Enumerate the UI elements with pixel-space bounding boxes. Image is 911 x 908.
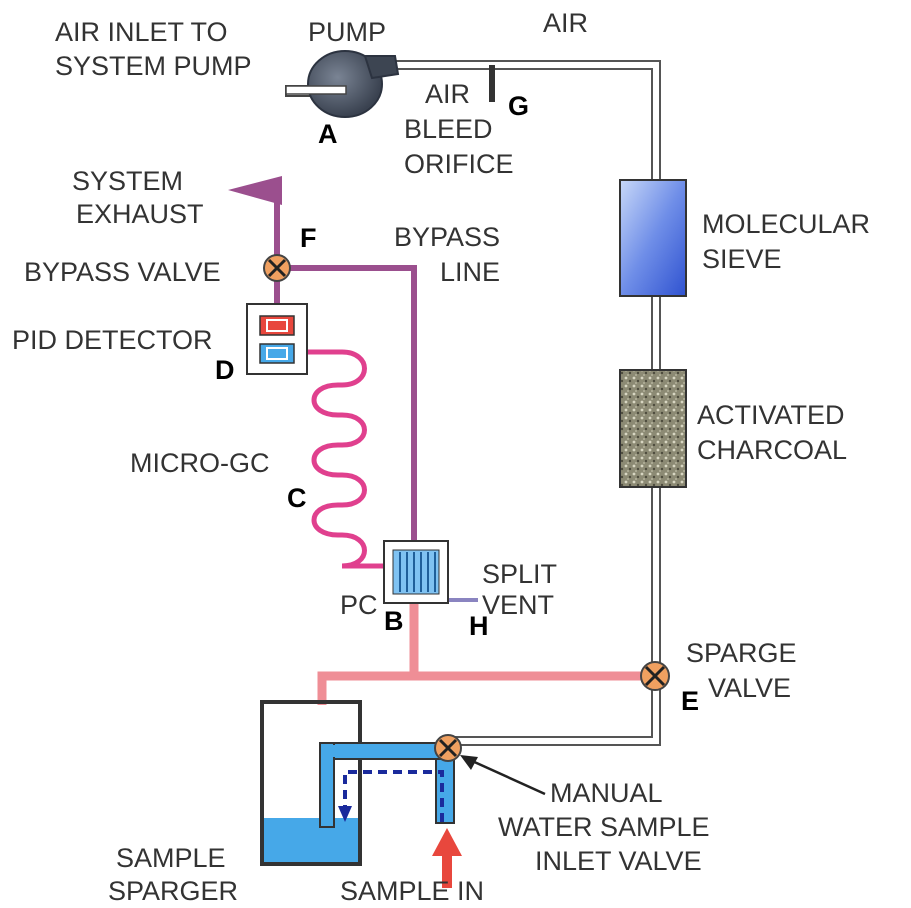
flow-arrow-head	[338, 806, 352, 822]
label-air-bleed-2: BLEED	[404, 114, 493, 144]
sample-sparger	[260, 700, 362, 866]
label-air-inlet-2: SYSTEM PUMP	[55, 51, 252, 81]
label-manual-valve-2: WATER SAMPLE	[498, 812, 710, 842]
manual-valve-pointer	[460, 755, 546, 796]
pid-lamp-red	[259, 315, 295, 336]
label-molecular-sieve-1: MOLECULAR	[702, 209, 870, 239]
system-exhaust-arrow	[228, 176, 282, 205]
label-pc: PC	[340, 590, 378, 620]
letter-e: E	[681, 686, 699, 716]
letter-a: A	[318, 119, 338, 149]
label-air-inlet-1: AIR INLET TO	[55, 17, 228, 47]
sample-flow-path	[343, 770, 444, 822]
letter-h: H	[469, 611, 489, 641]
label-sample-sparger-1: SAMPLE	[116, 843, 226, 873]
pid-lamp-blue	[259, 343, 295, 364]
manual-water-sample-valve	[434, 734, 462, 762]
label-activated-charcoal-1: ACTIVATED	[697, 400, 845, 430]
label-sparge-valve-2: VALVE	[708, 673, 791, 703]
pump	[285, 50, 400, 118]
exhaust-line	[274, 194, 417, 540]
air-bleed-orifice	[489, 65, 495, 102]
letter-f: F	[300, 223, 317, 253]
label-activated-charcoal-2: CHARCOAL	[697, 435, 847, 465]
letter-g: G	[508, 91, 529, 121]
pump-body	[307, 50, 383, 118]
label-air: AIR	[543, 8, 588, 38]
molecular-sieve	[619, 179, 687, 297]
label-air-bleed-1: AIR	[425, 79, 470, 109]
letter-b: B	[384, 606, 404, 636]
sparge-valve	[640, 661, 670, 691]
label-pid-detector: PID DETECTOR	[12, 325, 213, 355]
label-system-exhaust-2: EXHAUST	[76, 199, 204, 229]
sample-line	[317, 600, 653, 705]
label-sparge-valve-1: SPARGE	[686, 638, 797, 668]
label-manual-valve-3: INLET VALVE	[535, 846, 702, 876]
letter-d: D	[215, 355, 235, 385]
sample-in-arrow	[432, 828, 462, 888]
letter-c: C	[287, 483, 307, 513]
sparger-water	[262, 818, 360, 864]
label-manual-valve-1: MANUAL	[550, 778, 663, 808]
label-bypass-line-1: BYPASS	[394, 222, 500, 252]
label-molecular-sieve-2: SIEVE	[702, 244, 782, 274]
pid-detector	[246, 303, 308, 375]
label-bypass-line-2: LINE	[440, 257, 500, 287]
activated-charcoal	[619, 369, 687, 488]
label-split-vent-2: VENT	[482, 590, 554, 620]
label-micro-gc: MICRO-GC	[130, 448, 269, 478]
label-sample-sparger-2: SPARGER	[108, 876, 238, 906]
label-sample-in: SAMPLE IN	[340, 876, 484, 906]
label-air-bleed-3: ORIFICE	[404, 149, 514, 179]
pump-outlet	[363, 55, 400, 80]
micro-gc-coil	[302, 349, 384, 569]
water-path	[319, 742, 455, 828]
label-system-exhaust-1: SYSTEM	[72, 166, 183, 196]
preconcentrator	[383, 540, 449, 604]
label-split-vent-1: SPLIT	[482, 559, 557, 589]
label-pump: PUMP	[308, 17, 386, 47]
bypass-valve	[263, 254, 291, 282]
label-bypass-valve: BYPASS VALVE	[24, 257, 221, 287]
